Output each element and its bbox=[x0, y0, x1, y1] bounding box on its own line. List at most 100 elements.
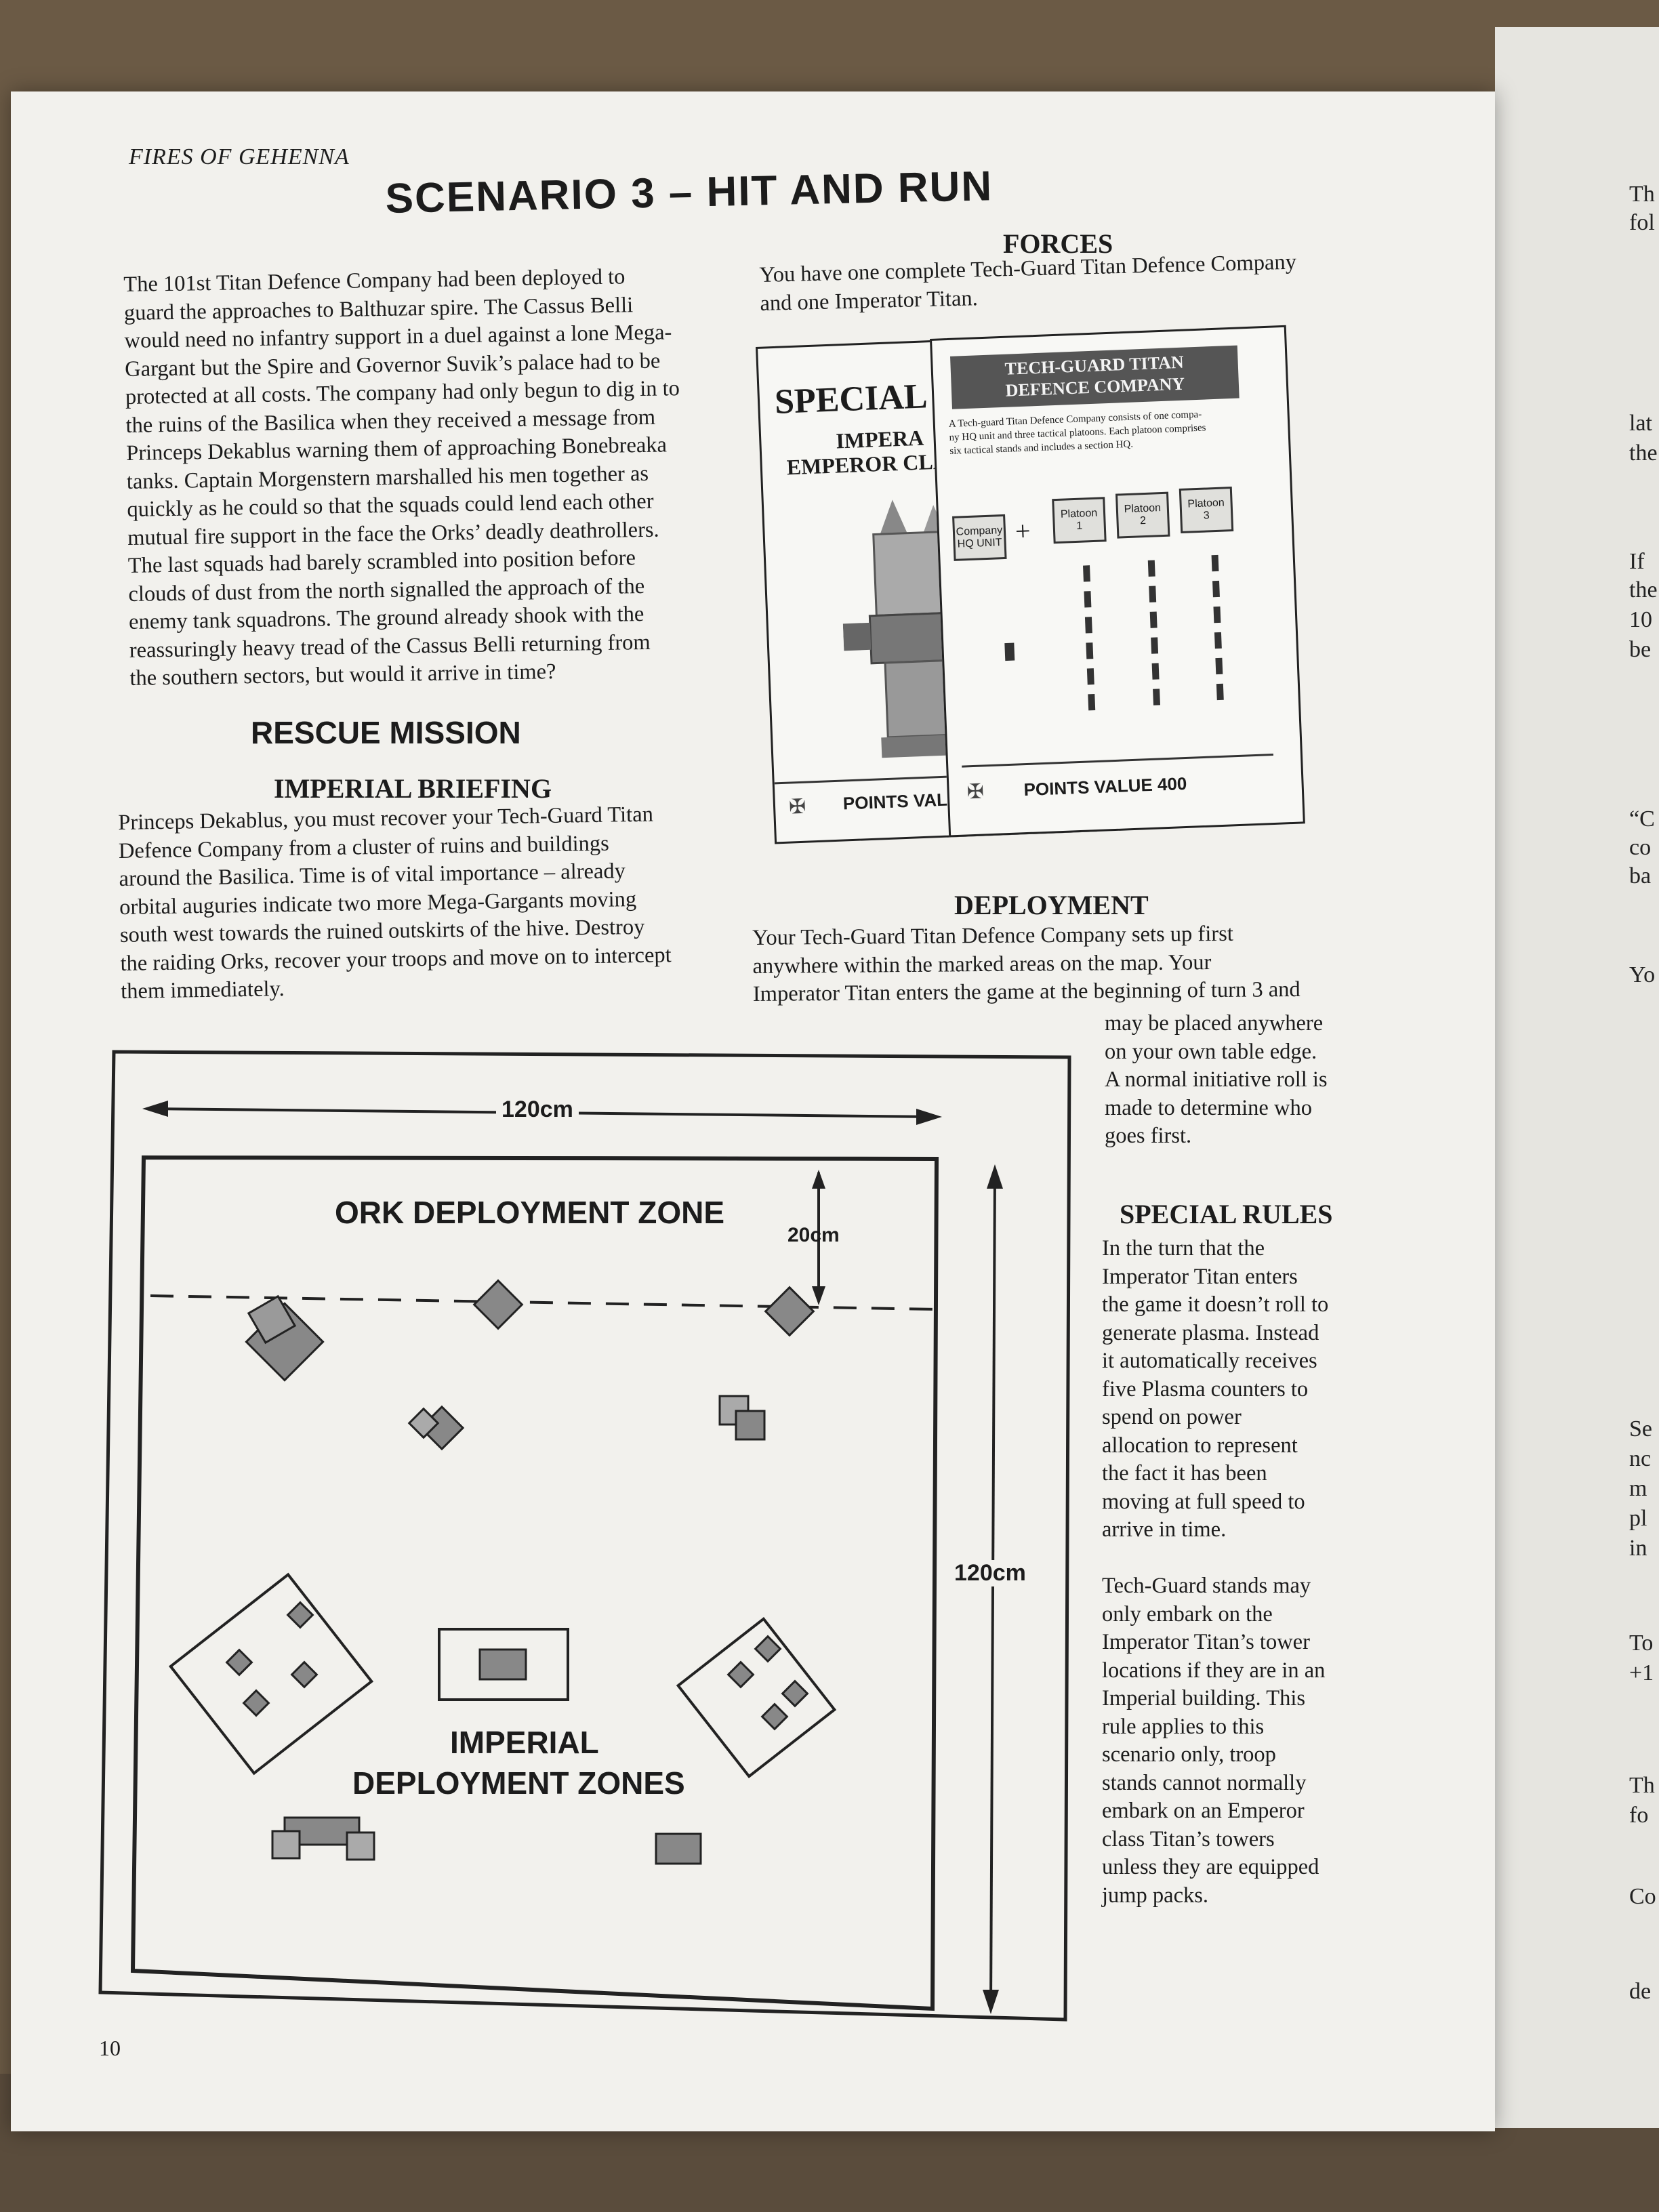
terrain-building bbox=[760, 1702, 789, 1731]
deployment-map bbox=[98, 1050, 1071, 2022]
special-rules-paragraph: Tech-Guard stands may only embark on the… bbox=[1102, 1572, 1362, 1910]
facing-page-fragment: lat bbox=[1629, 411, 1652, 436]
terrain-building bbox=[472, 1279, 524, 1330]
eagle-emblem-icon: ✠ bbox=[966, 780, 985, 804]
facing-page-fragment: If bbox=[1629, 549, 1645, 574]
facing-page-fragment: 10 bbox=[1629, 607, 1652, 632]
rule-line: it automatically receives bbox=[1102, 1349, 1317, 1373]
terrain-building bbox=[286, 1601, 314, 1629]
terrain-building bbox=[271, 1830, 301, 1860]
deployment-line: Imperator Titan enters the game at the b… bbox=[752, 977, 1300, 1006]
terrain-building bbox=[290, 1660, 319, 1689]
rescue-mission-heading: RESCUE MISSION bbox=[251, 715, 521, 750]
rule-line: Tech-Guard stands may bbox=[1102, 1574, 1311, 1598]
imperial-briefing-heading: IMPERIAL BRIEFING bbox=[274, 773, 552, 804]
height-arrow-head-top bbox=[987, 1164, 1003, 1189]
card-title-banner: TECH-GUARD TITAN DEFENCE COMPANY bbox=[950, 345, 1240, 409]
rule-line: jump packs. bbox=[1102, 1883, 1209, 1908]
facing-page-fragment: +1 bbox=[1629, 1660, 1654, 1685]
rule-line: moving at full speed to bbox=[1102, 1489, 1305, 1514]
facing-page-fragment: To bbox=[1629, 1631, 1654, 1656]
terrain-building bbox=[754, 1635, 782, 1663]
briefing-paragraph: Princeps Dekablus, you must recover your… bbox=[118, 800, 698, 1006]
deployment-line: may be placed anywhere bbox=[1105, 1011, 1324, 1036]
rule-line: Imperator Titan’s tower bbox=[1102, 1630, 1310, 1654]
facing-page-fragment: Se bbox=[1629, 1416, 1652, 1441]
rule-line: rule applies to this bbox=[1102, 1714, 1265, 1739]
special-rules-heading: SPECIAL RULES bbox=[1120, 1199, 1333, 1229]
rule-line: spend on power bbox=[1102, 1405, 1242, 1429]
eagle-emblem-icon: ✠ bbox=[788, 795, 806, 819]
deployment-paragraph-cont: may be placed anywhere on your own table… bbox=[1105, 1010, 1364, 1151]
rule-line: five Plasma counters to bbox=[1102, 1376, 1309, 1401]
facing-page-fragment: ba bbox=[1629, 863, 1652, 888]
facing-page-fragment: nc bbox=[1629, 1446, 1652, 1471]
imperial-zone-left bbox=[168, 1572, 374, 1776]
card-front-divider bbox=[962, 753, 1273, 768]
rule-line: scenario only, troop bbox=[1102, 1742, 1276, 1767]
plus-sign: + bbox=[1015, 515, 1031, 547]
platoon-number: 2 bbox=[1139, 514, 1147, 527]
terrain-building bbox=[764, 1286, 815, 1337]
facing-page-fragment: Yo bbox=[1629, 962, 1656, 987]
deployment-line: on your own table edge. bbox=[1105, 1039, 1317, 1064]
platoon-number: 1 bbox=[1076, 520, 1083, 532]
terrain-building bbox=[247, 1294, 297, 1345]
map-board-border bbox=[130, 1155, 939, 2011]
troop-stands-illustration bbox=[1004, 554, 1224, 711]
terrain-building bbox=[346, 1831, 375, 1861]
facing-page-fragment: in bbox=[1629, 1536, 1647, 1561]
facing-page-fragment: Th bbox=[1629, 1773, 1655, 1798]
facing-page-fragment: be bbox=[1629, 637, 1652, 662]
special-rules-paragraph: In the turn that the Imperator Titan ent… bbox=[1102, 1235, 1362, 1544]
platoon-label: Platoon bbox=[1060, 507, 1098, 520]
rule-line: only embark on the bbox=[1102, 1601, 1273, 1626]
terrain-building bbox=[735, 1410, 766, 1441]
terrain-building bbox=[655, 1832, 702, 1865]
platoon-label: Platoon bbox=[1124, 502, 1162, 516]
deployment-line: goes first. bbox=[1105, 1124, 1192, 1148]
deployment-line: A normal initiative roll is bbox=[1105, 1067, 1328, 1092]
terrain-building bbox=[242, 1689, 270, 1717]
platoon-label: Platoon bbox=[1187, 497, 1225, 510]
terrain-building bbox=[726, 1660, 755, 1689]
facing-page-fragment: co bbox=[1629, 835, 1652, 860]
rule-line: stands cannot normally bbox=[1102, 1770, 1307, 1795]
rule-line: embark on an Emperor bbox=[1102, 1799, 1305, 1823]
facing-page-fragment: m bbox=[1629, 1476, 1647, 1501]
card-description: A Tech-guard Titan Defence Company consi… bbox=[948, 405, 1261, 458]
facing-page-fragment: Co bbox=[1629, 1884, 1656, 1909]
facing-page-fragment: pl bbox=[1629, 1506, 1647, 1531]
intro-paragraph: The 101st Titan Defence Company had been… bbox=[123, 262, 706, 693]
card-back-subtitle: EMPEROR CLA bbox=[786, 449, 949, 480]
imperial-zone-label: DEPLOYMENT ZONES bbox=[352, 1765, 685, 1801]
rule-line: the game it doesn’t roll to bbox=[1102, 1292, 1329, 1317]
facing-page-fragment: “C bbox=[1629, 806, 1655, 832]
deployment-paragraph: Your Tech-Guard Titan Defence Company se… bbox=[752, 919, 1364, 1008]
rule-line: In the turn that the bbox=[1102, 1236, 1265, 1261]
facing-page-fragment: the bbox=[1629, 441, 1658, 466]
facing-page-fragment: Th bbox=[1629, 182, 1655, 207]
rule-line: locations if they are in an bbox=[1102, 1658, 1326, 1683]
depth-arrow-head-top bbox=[812, 1170, 825, 1189]
terrain-building bbox=[478, 1648, 527, 1681]
rule-line: Imperator Titan enters bbox=[1102, 1264, 1298, 1289]
running-header: FIRES OF GEHENNA bbox=[129, 144, 350, 169]
deployment-line: made to determine who bbox=[1105, 1095, 1312, 1120]
terrain-building bbox=[225, 1648, 253, 1677]
terrain-building bbox=[781, 1679, 809, 1708]
facing-page-fragment: fol bbox=[1629, 210, 1655, 235]
card-back-subtitle: IMPERA bbox=[835, 425, 924, 453]
rule-line: allocation to represent bbox=[1102, 1433, 1298, 1458]
rule-line: arrive in time. bbox=[1102, 1517, 1227, 1542]
rule-line: Imperial building. This bbox=[1102, 1686, 1305, 1711]
map-outer-frame bbox=[98, 1050, 1071, 2022]
map-height-label: 120cm bbox=[954, 1560, 1026, 1586]
facing-page-fragment: the bbox=[1629, 577, 1658, 602]
card-back-title: SPECIAL bbox=[774, 377, 928, 422]
rule-line: the fact it has been bbox=[1102, 1461, 1267, 1486]
hq-label: HQ UNIT bbox=[957, 537, 1002, 550]
